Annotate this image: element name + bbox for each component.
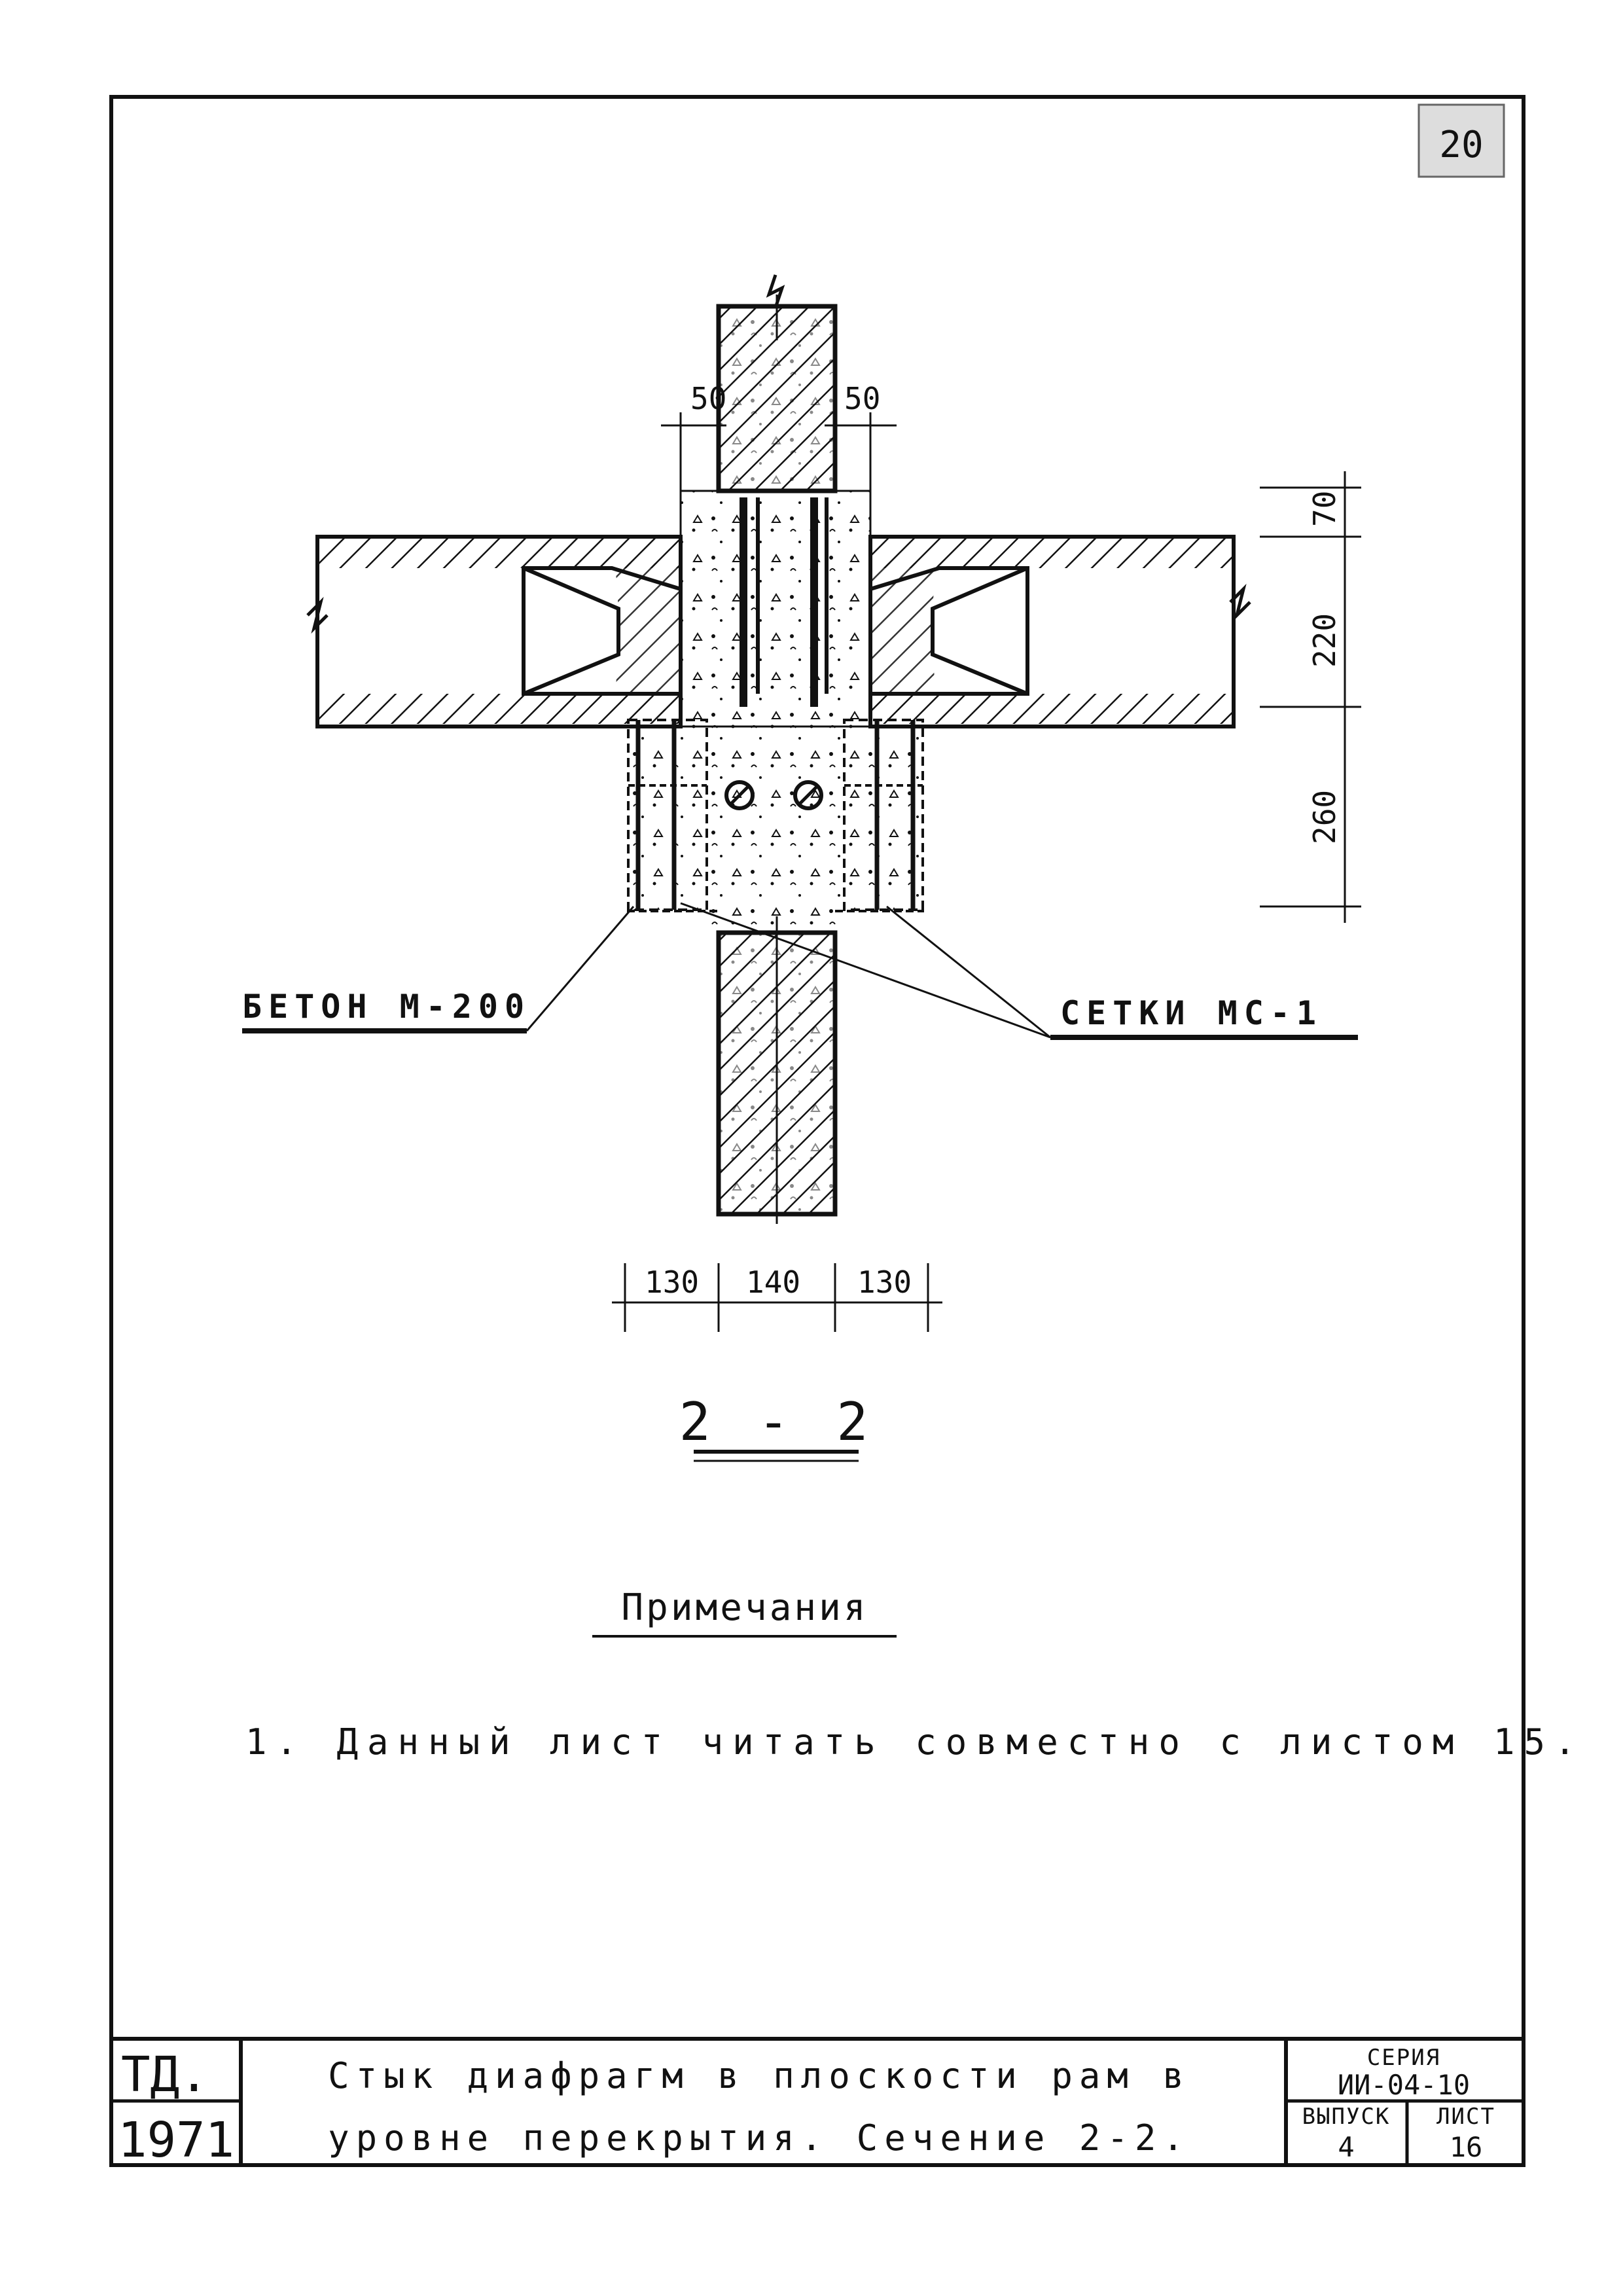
callout-mesh: СЕТКИ МС-1 xyxy=(680,902,1358,1040)
dimension-right: 70 220 260 xyxy=(1260,471,1361,923)
dim-50-left: 50 xyxy=(690,381,726,416)
section-drawing: 50 50 70 220 260 БЕТОН М-200 СЕТКИ МС-1 xyxy=(242,274,1361,1332)
mesh-right xyxy=(843,719,924,911)
notes-title: Примечания xyxy=(621,1587,868,1629)
dim-130-left: 130 xyxy=(645,1265,699,1300)
issue-value: 4 xyxy=(1338,2131,1354,2163)
note-item-1: 1. Данный лист читать совместно с листом… xyxy=(245,1721,1584,1763)
dim-220: 220 xyxy=(1307,613,1342,668)
callout-concrete-text: БЕТОН М-200 xyxy=(242,988,531,1026)
dim-140: 140 xyxy=(746,1265,800,1300)
year: 1971 xyxy=(118,2112,234,2168)
series-value: ИИ-04-10 xyxy=(1338,2069,1470,2101)
title-block: ТД. 1971 Стык диафрагм в плоскости рам в… xyxy=(111,2037,1524,2168)
concrete-joint xyxy=(679,490,872,933)
drawing-title-line-2: уровне перекрытия. Сечение 2-2. xyxy=(328,2117,1190,2159)
callout-mesh-text: СЕТКИ МС-1 xyxy=(1060,994,1323,1032)
mesh-left xyxy=(627,719,708,911)
corner-sheet-number: 20 xyxy=(1418,103,1505,178)
callout-concrete: БЕТОН М-200 xyxy=(242,906,635,1033)
sheet-label: ЛИСТ xyxy=(1436,2104,1495,2130)
notes: Примечания 1. Данный лист читать совмест… xyxy=(245,1587,1584,1763)
org-code: ТД. xyxy=(121,2047,209,2103)
sheet-frame xyxy=(109,95,1525,2167)
dim-130-right: 130 xyxy=(857,1265,912,1300)
left-slab xyxy=(306,535,683,728)
sheet-value: 16 xyxy=(1450,2131,1483,2163)
rebar-section-right xyxy=(793,780,823,810)
dimension-bottom: 130 140 130 xyxy=(612,1263,942,1332)
section-label: 2 - 2 xyxy=(679,1391,876,1462)
issue-label: ВЫПУСК xyxy=(1302,2104,1391,2130)
upper-wall-panel xyxy=(716,274,838,493)
dimension-top: 50 50 xyxy=(661,381,897,517)
drawing-title-line-1: Стык диафрагм в плоскости рам в xyxy=(328,2055,1190,2096)
right-slab xyxy=(868,535,1251,728)
lower-wall-panel xyxy=(627,910,924,1224)
series-label: СЕРИЯ xyxy=(1367,2045,1440,2071)
section-label-text: 2 - 2 xyxy=(679,1391,876,1452)
corner-number-text: 20 xyxy=(1439,124,1483,166)
dim-50-right: 50 xyxy=(844,381,880,416)
dim-260: 260 xyxy=(1307,790,1342,844)
rebar-section-left xyxy=(724,780,755,810)
dim-70: 70 xyxy=(1307,491,1342,527)
